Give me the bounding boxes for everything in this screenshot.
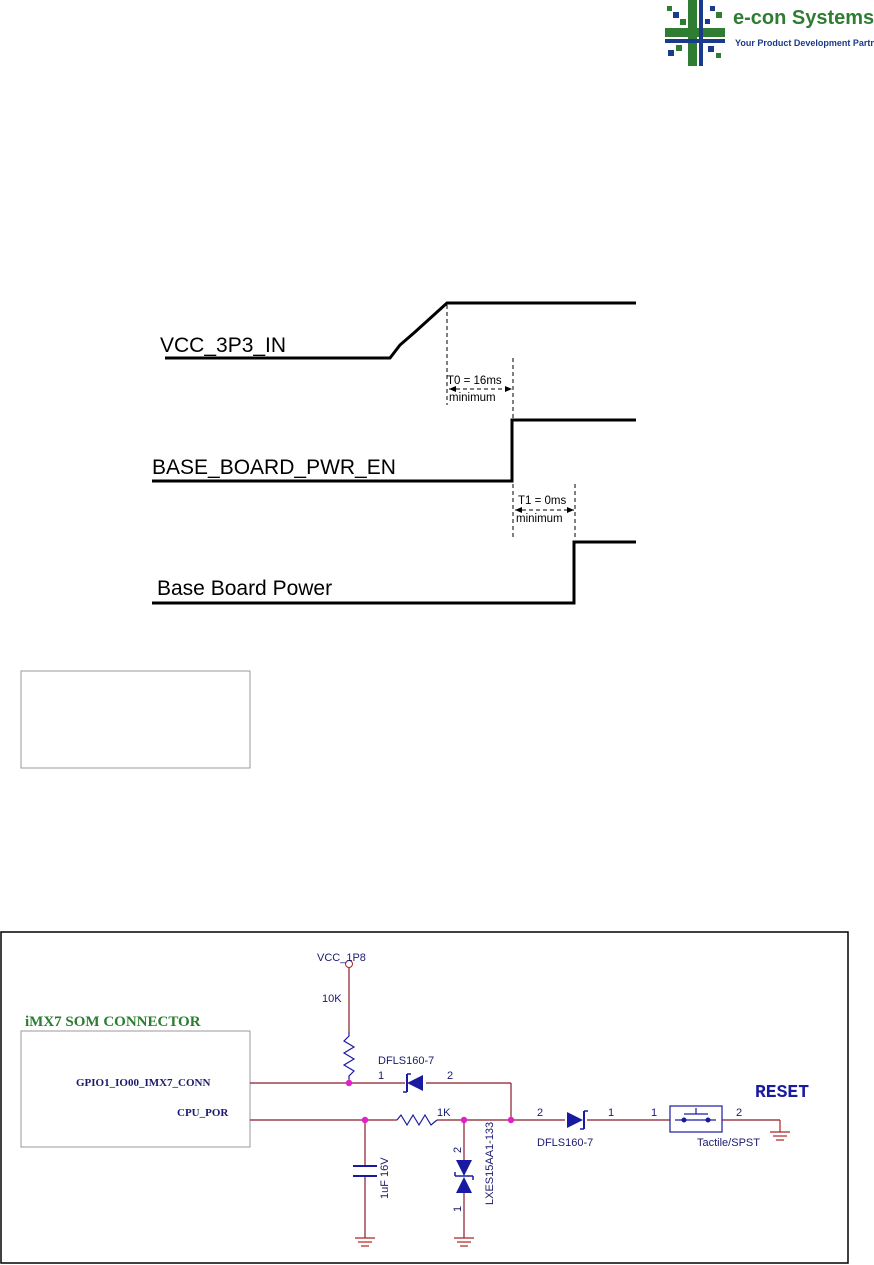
- pin-label-gpio1: GPIO1_IO00_IMX7_CONN: [76, 1077, 211, 1089]
- switch-pin2: 2: [736, 1107, 742, 1119]
- switch-pin1: 1: [651, 1107, 657, 1119]
- ground-symbol-switch: [770, 1120, 790, 1141]
- pullup-value: 10K: [322, 993, 342, 1005]
- tactile-switch: [669, 1105, 723, 1133]
- waveform-base-board-power: [152, 540, 636, 605]
- connector-outline: [21, 671, 250, 768]
- diode-right-part: DFLS160-7: [537, 1137, 593, 1149]
- timing-markers: [446, 305, 576, 540]
- series-resistor-value: 1K: [437, 1107, 451, 1119]
- diode-right-pin1: 1: [608, 1107, 614, 1119]
- timing-diagram: [152, 301, 636, 605]
- imx7-som-box: [21, 671, 250, 768]
- switch-part: Tactile/SPST: [697, 1137, 760, 1149]
- som-rect: [21, 671, 250, 768]
- som-connector-box: [20, 670, 251, 769]
- logo-company-name: e-con Systems: [733, 7, 874, 29]
- diode-right-pin2: 2: [537, 1107, 543, 1119]
- interval-t1-sub: minimum: [516, 513, 563, 525]
- diode-top-part: DFLS160-7: [378, 1055, 434, 1067]
- waveform-vcc-3p3-in: [165, 301, 636, 360]
- vcc-supply: [345, 960, 353, 1032]
- som-connector-rect: [21, 671, 250, 768]
- som-outline-box: [20, 1030, 251, 1148]
- capacitor: [353, 1165, 377, 1177]
- diode-top-pin2: 2: [447, 1070, 453, 1082]
- diode-right: [567, 1110, 588, 1130]
- pullup-resistor: [342, 1032, 356, 1079]
- som-connector: [21, 671, 250, 768]
- signal-label-vcc-3p3-in: VCC_3P3_IN: [160, 334, 286, 357]
- logo-mark: [665, 0, 725, 66]
- pin-label-cpu-por: CPU_POR: [177, 1107, 229, 1119]
- logo-tagline: Your Product Development Partner: [735, 38, 874, 48]
- interval-t0-sub: minimum: [449, 392, 496, 404]
- company-logo: e-con Systems Your Product Development P…: [665, 0, 874, 66]
- tvs-diode: [454, 1160, 474, 1193]
- tvs-pin-bottom: 1: [452, 1206, 464, 1212]
- signal-label-base-board-power: Base Board Power: [157, 577, 332, 600]
- series-resistor: [396, 1113, 438, 1127]
- diode-top: [403, 1073, 423, 1093]
- ground-symbol-capacitor: [355, 1237, 375, 1247]
- ground-symbol-tvs: [454, 1237, 474, 1247]
- tvs-part: LXES15AA1-133: [484, 1122, 496, 1205]
- signal-label-base-board-pwr-en: BASE_BOARD_PWR_EN: [152, 456, 396, 479]
- interval-t0-label: T0 = 16ms: [447, 375, 502, 387]
- schematic-title: iMX7 SOM CONNECTOR: [25, 1014, 201, 1030]
- capacitor-value: 1uF 16V: [379, 1157, 391, 1199]
- som-block: [21, 671, 250, 768]
- waveform-base-board-pwr-en: [152, 418, 636, 483]
- reset-label: RESET: [755, 1083, 809, 1103]
- supply-label: VCC_1P8: [317, 952, 366, 964]
- connector-box: [21, 671, 250, 768]
- diode-top-pin1: 1: [378, 1070, 384, 1082]
- schematic-frame: [0, 931, 849, 1264]
- schematic-wires: [250, 1079, 780, 1238]
- tvs-pin-top: 2: [452, 1147, 464, 1153]
- junction-nodes: [345, 1079, 515, 1124]
- imx7-connector-box: [21, 671, 250, 768]
- interval-t1-label: T1 = 0ms: [518, 495, 567, 507]
- timing-arrowheads: [449, 386, 574, 513]
